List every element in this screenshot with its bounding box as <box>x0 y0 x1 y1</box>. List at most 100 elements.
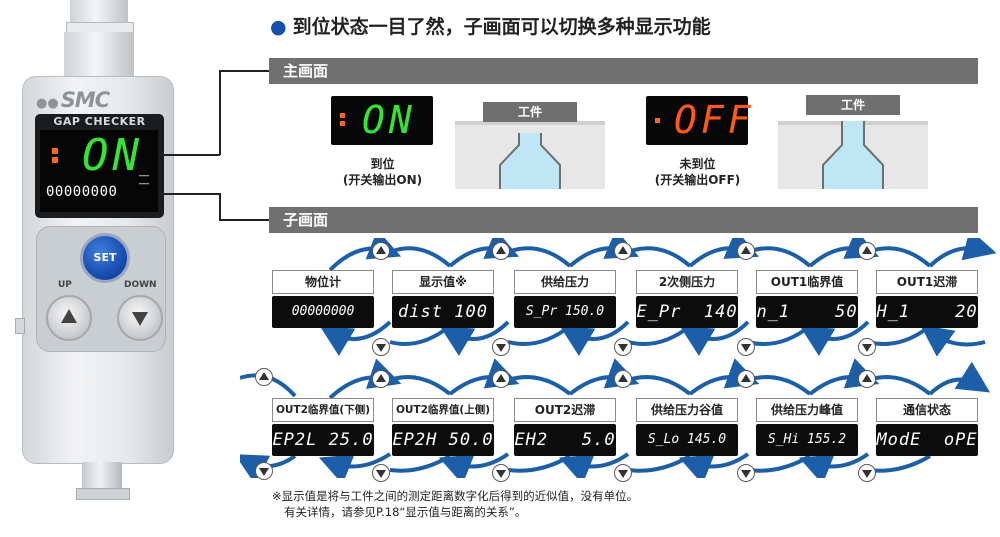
leader-line-sub-h <box>219 219 271 221</box>
off-led <box>655 118 660 123</box>
up-label: UP <box>58 280 72 290</box>
leader-line-main-h <box>219 70 271 72</box>
up-key-icon <box>858 370 876 388</box>
leader-line-main <box>158 154 220 156</box>
sub-card-level-meter: 物位计 00000000 <box>272 270 374 328</box>
card-display: H_1 20 <box>876 296 978 328</box>
card-label: 供给压力 <box>514 270 616 294</box>
card-display: EP2L 25.0 <box>272 424 374 456</box>
up-button[interactable] <box>46 295 92 341</box>
device-sub-readout: 00000000 <box>46 184 118 200</box>
sub-screen-header: 子画面 <box>269 207 978 233</box>
sub-card-supply-pressure: 供给压力 S_Pr 150.0 <box>514 270 616 328</box>
on-display <box>331 96 433 145</box>
on-caption-line2: (开关输出ON) <box>342 173 423 187</box>
off-caption-line1: 未到位 <box>679 157 716 171</box>
indicator-led <box>52 148 58 154</box>
up-key-icon <box>372 370 390 388</box>
leader-line-sub-v <box>219 193 221 220</box>
bottom-fitting-nut <box>76 488 130 500</box>
footnote-line2: 有关详情，请参见P.18“显示值与距离的关系”。 <box>284 505 527 519</box>
sub-card-out2-threshold-low: OUT2临界值(下侧) EP2L 25.0 <box>272 398 374 456</box>
down-key-icon <box>372 464 390 482</box>
down-label: DOWN <box>124 280 157 290</box>
card-label: OUT1迟滞 <box>876 270 978 294</box>
card-label: OUT2临界值(下侧) <box>272 398 374 422</box>
device-display <box>40 130 158 212</box>
triangle-down-icon <box>132 312 148 326</box>
down-key-icon <box>737 464 755 482</box>
card-label: 2次侧压力 <box>636 270 738 294</box>
sub-card-out1-hysteresis: OUT1迟滞 H_1 20 <box>876 270 978 328</box>
off-readout: OFF <box>674 98 755 142</box>
card-label: 通信状态 <box>876 398 978 422</box>
page-headline: ●到位状态一目了然，子画面可以切换多种显示功能 <box>270 16 711 38</box>
down-key-icon <box>858 464 876 482</box>
footnote-line1: ※显示值是将与工件之间的测定距离数字化后得到的近似值，没有单位。 <box>272 489 639 503</box>
up-key-icon <box>614 242 632 260</box>
on-readout: ON <box>362 98 416 142</box>
top-fitting <box>64 32 134 76</box>
device-main-readout: ON <box>82 130 143 181</box>
card-display: S_Lo 145.0 <box>636 424 738 456</box>
leader-line-main-v <box>219 70 221 155</box>
card-label: OUT2迟滞 <box>514 398 616 422</box>
down-key-icon <box>492 338 510 356</box>
on-work-label: 工件 <box>483 102 577 122</box>
on-led <box>340 113 345 118</box>
footnote: ※显示值是将与工件之间的测定距离数字化后得到的近似值，没有单位。 有关详情，请参… <box>272 488 638 520</box>
card-label: 物位计 <box>272 270 374 294</box>
on-caption: 到位 (开关输出ON) <box>325 156 440 188</box>
down-key-icon <box>614 338 632 356</box>
card-display: ModE oPE <box>876 424 978 456</box>
up-key-icon <box>255 368 273 386</box>
card-label: OUT1临界值 <box>756 270 858 294</box>
down-button[interactable] <box>117 295 163 341</box>
up-key-icon <box>614 370 632 388</box>
top-tube <box>70 0 128 22</box>
up-key-icon <box>737 370 755 388</box>
off-work-label: 工件 <box>806 95 900 115</box>
up-key-icon <box>492 370 510 388</box>
model-label: GAP CHECKER <box>53 115 146 128</box>
card-label: OUT2临界值(上侧) <box>392 398 494 422</box>
sub-card-supply-pressure-min: 供给压力谷值 S_Lo 145.0 <box>636 398 738 456</box>
sub-card-out2-hysteresis: OUT2迟滞 EH2 5.0 <box>514 398 616 456</box>
triangle-up-icon <box>61 309 77 323</box>
off-caption: 未到位 (开关输出OFF) <box>640 156 755 188</box>
sub-card-out2-threshold-high: OUT2临界值(上侧) EP2H 50.0 <box>392 398 494 456</box>
card-display: EH2 5.0 <box>514 424 616 456</box>
card-display: EP2H 50.0 <box>392 424 494 456</box>
leader-line-sub <box>158 193 220 195</box>
sub-card-comm-status: 通信状态 ModE oPE <box>876 398 978 456</box>
up-key-icon <box>492 242 510 260</box>
card-display: dist 100 <box>392 296 494 328</box>
card-display: 00000000 <box>272 296 374 328</box>
card-display: S_Hi 155.2 <box>756 424 858 456</box>
card-label: 显示值※ <box>392 270 494 294</box>
sub-card-display-value: 显示值※ dist 100 <box>392 270 494 328</box>
up-key-icon <box>372 242 390 260</box>
down-key-icon <box>492 464 510 482</box>
down-key-icon <box>614 464 632 482</box>
up-key-icon <box>858 242 876 260</box>
up-key-icon <box>737 242 755 260</box>
down-key-icon <box>255 462 273 480</box>
sub-card-secondary-pressure: 2次侧压力 E_Pr 140 <box>636 270 738 328</box>
indicator-led-2 <box>52 157 58 163</box>
card-label: 供给压力谷值 <box>636 398 738 422</box>
sub-card-supply-pressure-max: 供给压力峰值 S_Hi 155.2 <box>756 398 858 456</box>
down-key-icon <box>372 338 390 356</box>
display-bars: ‾‾‾‾ <box>139 175 149 194</box>
main-screen-header: 主画面 <box>269 58 978 84</box>
card-display: E_Pr 140 <box>636 296 738 328</box>
set-button[interactable]: SET <box>80 233 130 283</box>
card-display: S_Pr 150.0 <box>514 296 616 328</box>
card-display: n_1 50 <box>756 296 858 328</box>
off-display <box>646 96 748 145</box>
on-led-2 <box>340 121 345 126</box>
down-key-icon <box>858 338 876 356</box>
card-label: 供给压力峰值 <box>756 398 858 422</box>
sub-card-out1-threshold: OUT1临界值 n_1 50 <box>756 270 858 328</box>
side-tab <box>15 318 25 334</box>
